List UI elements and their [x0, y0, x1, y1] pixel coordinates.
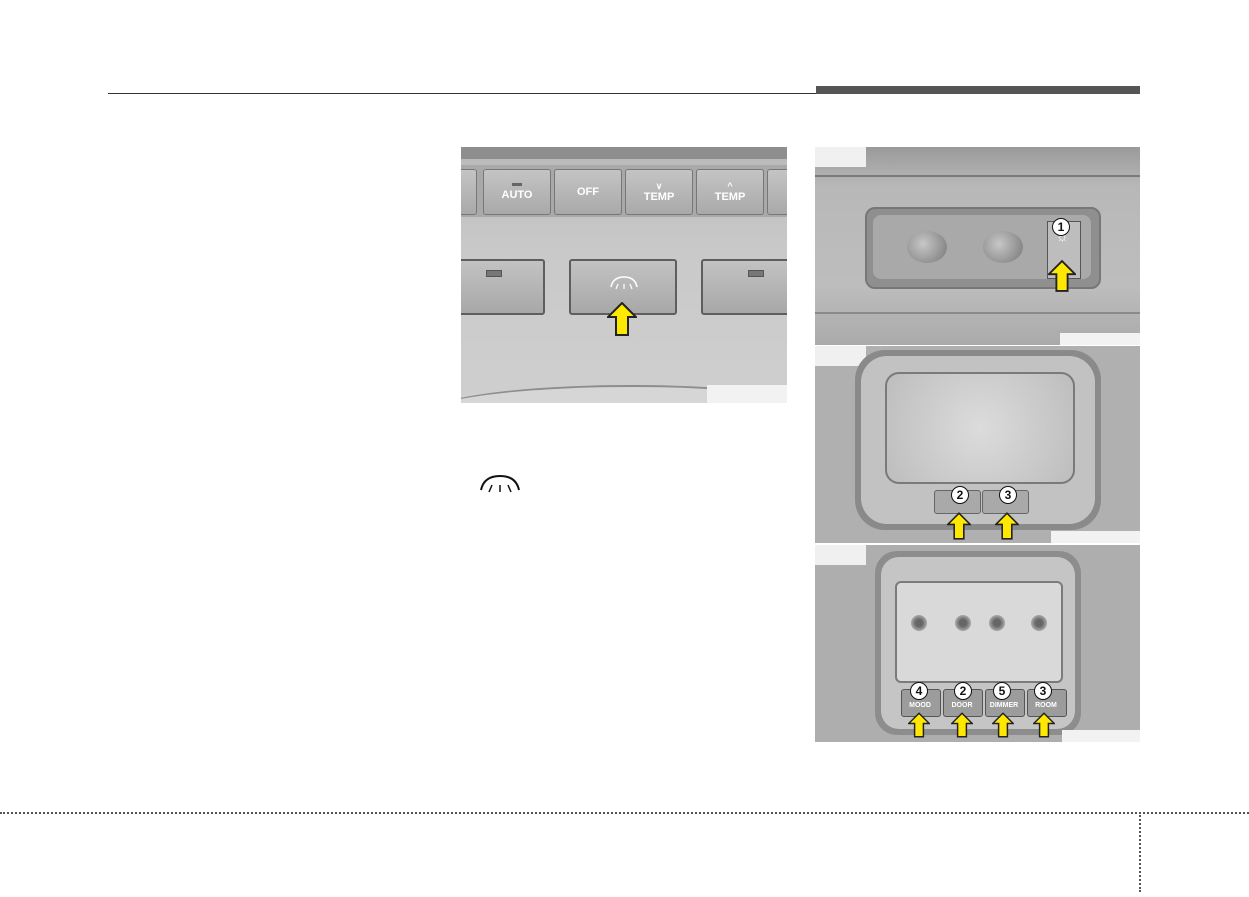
arrow-up-icon [908, 711, 930, 739]
temp-up-label: TEMP [715, 191, 746, 203]
arrow-up-icon [992, 711, 1014, 739]
figure-code-box [1062, 730, 1140, 742]
room-label: ROOM [1027, 702, 1065, 709]
callout-number: 2 [954, 682, 972, 700]
reading-lamp-spot [911, 615, 927, 631]
room-lamp-figure: 4 2 5 3 MOOD DOOR DIMMER ROOM [815, 545, 1140, 742]
left-switch-indicator [486, 270, 502, 277]
figure-code-box [1051, 531, 1140, 543]
figure-tag [815, 545, 866, 565]
callout-number: 5 [993, 682, 1011, 700]
callout-number: 2 [951, 486, 969, 504]
reading-lamp-spot [1031, 615, 1047, 631]
map-lamp-figure: ☼ 1 [815, 147, 1140, 345]
arrow-up-icon [951, 711, 973, 739]
rear-lamp-figure: 2 3 [815, 346, 1140, 543]
temp-down-button[interactable]: ∨ TEMP [625, 169, 693, 215]
figure-code-box [1060, 333, 1140, 345]
ceiling-lamp-icon [478, 472, 522, 494]
chevron-up-icon: ^ [727, 182, 732, 191]
callout-number: 4 [910, 682, 928, 700]
arrow-up-icon [1033, 711, 1055, 739]
chevron-down-icon: ∨ [656, 182, 663, 191]
panel-top-strip [461, 147, 787, 159]
room-lamp-lens [895, 581, 1063, 683]
panel-edge-button [767, 169, 787, 215]
off-button[interactable]: OFF [554, 169, 622, 215]
temp-down-label: TEMP [644, 191, 675, 203]
panel-edge-button [461, 169, 477, 215]
auto-indicator [512, 183, 522, 186]
arrow-up-icon [607, 302, 637, 336]
callout-number: 3 [1034, 682, 1052, 700]
figure-tag [815, 346, 866, 366]
header-rule [108, 93, 816, 94]
right-switch-indicator [748, 270, 764, 277]
callout-number: 1 [1052, 218, 1070, 236]
mood-label: MOOD [901, 702, 939, 709]
right-switch[interactable] [701, 259, 787, 315]
reading-lamp-spot [989, 615, 1005, 631]
figure-tag [815, 147, 866, 167]
door-label: DOOR [943, 702, 981, 709]
footer-divider [1139, 812, 1141, 892]
auto-button[interactable]: AUTO [483, 169, 551, 215]
arrow-up-icon [1048, 259, 1076, 293]
arrow-up-icon [947, 512, 971, 540]
header-bar [816, 86, 1140, 94]
footer-rule [0, 812, 1249, 814]
auto-label: AUTO [502, 189, 533, 201]
map-lamp-lens [907, 231, 947, 263]
reading-lamp-spot [955, 615, 971, 631]
figure-code-box [707, 385, 787, 403]
arrow-up-icon [995, 512, 1019, 540]
temp-up-button[interactable]: ^ TEMP [696, 169, 764, 215]
climate-panel-figure: AUTO OFF ∨ TEMP ^ TEMP [461, 147, 787, 403]
rear-lamp-lens [885, 372, 1075, 484]
off-label: OFF [577, 186, 599, 198]
map-lamp-lens [983, 231, 1023, 263]
dimmer-label: DIMMER [985, 702, 1023, 709]
left-switch[interactable] [461, 259, 545, 315]
ceiling-lamp-icon [609, 275, 639, 291]
callout-number: 3 [999, 486, 1017, 504]
